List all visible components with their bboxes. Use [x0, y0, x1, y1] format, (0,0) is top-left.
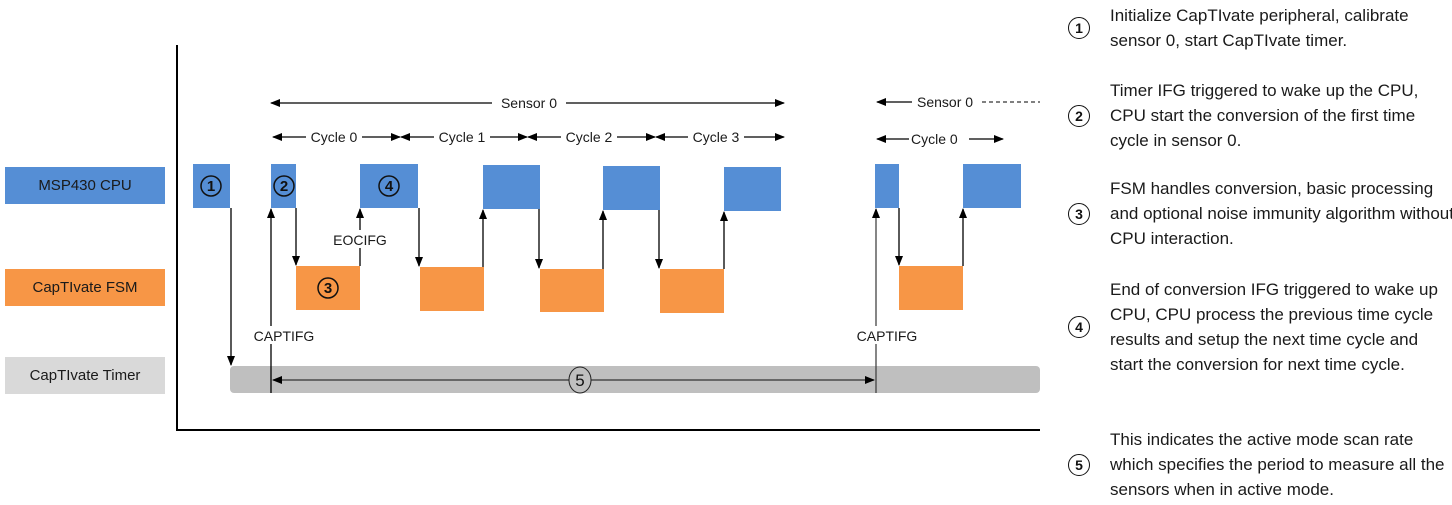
cpu-block-init [193, 164, 230, 208]
legend-number-2-icon: 2 [1068, 104, 1090, 127]
row-label-msp430-cpu: MSP430 CPU [5, 167, 165, 204]
signal-label-captifg-1: CAPTIFG [254, 328, 315, 344]
signal-label-captifg-2: CAPTIFG [857, 328, 918, 344]
row-label-captivate-timer: CapTIvate Timer [5, 357, 165, 394]
span-label-cycle-1: Cycle 1 [439, 129, 486, 145]
legend-number-5-icon: 5 [1068, 453, 1090, 476]
legend-text-3: FSM handles conversion, basic processing… [1110, 179, 1452, 248]
marker-4 [378, 175, 400, 197]
row-label-captivate-fsm: CapTIvate FSM [5, 269, 165, 306]
cpu-block-cycle3-end [724, 167, 781, 211]
marker-5-label: 5 [575, 371, 584, 390]
legend-item-2: 2 Timer IFG triggered to wake up the CPU… [1068, 78, 1452, 153]
legend-item-3: 3 FSM handles conversion, basic processi… [1068, 176, 1452, 251]
span-label-cycle-0-next: Cycle 0 [911, 131, 958, 147]
fsm-block-cycle3 [660, 269, 724, 313]
marker-1 [200, 175, 222, 197]
marker-1-label: 1 [207, 178, 215, 195]
fsm-block-cycle2 [540, 269, 604, 312]
legend-item-4: 4 End of conversion IFG triggered to wak… [1068, 277, 1452, 377]
legend-item-1: 1 Initialize CapTIvate peripheral, calib… [1068, 3, 1452, 53]
cpu-block-cycle0-end [360, 164, 418, 208]
span-label-sensor-0-next: Sensor 0 [917, 94, 973, 110]
marker-4-label: 4 [385, 178, 394, 195]
legend-text-2: Timer IFG triggered to wake up the CPU, … [1110, 81, 1419, 150]
cpu-block-cycle2-end [603, 166, 660, 210]
signal-label-eocifg: EOCIFG [333, 232, 387, 248]
legend-text-1: Initialize CapTIvate peripheral, calibra… [1110, 6, 1409, 50]
timing-diagram: EOCIFG CAPTIFG CAPTIFG Sensor 0 Cycle 0 … [176, 45, 1040, 431]
marker-2 [273, 175, 295, 197]
span-label-cycle-0: Cycle 0 [311, 129, 358, 145]
row-label-text: CapTIvate Timer [29, 367, 141, 384]
span-label-cycle-3: Cycle 3 [693, 129, 740, 145]
row-label-text: CapTIvate FSM [32, 279, 138, 296]
cpu-block-start [271, 164, 296, 208]
marker-2-label: 2 [280, 178, 288, 195]
cpu-block-next-cycle0-end [963, 164, 1021, 208]
fsm-block-cycle0 [296, 266, 360, 310]
legend-number-1-icon: 1 [1068, 17, 1090, 39]
span-label-sensor-0: Sensor 0 [501, 95, 557, 111]
fsm-block-next-cycle0 [899, 266, 963, 310]
marker-3 [317, 277, 339, 299]
legend-text-4: End of conversion IFG triggered to wake … [1110, 280, 1438, 374]
legend-text-5: This indicates the active mode scan rate… [1110, 430, 1445, 499]
cpu-block-next-start [875, 164, 899, 208]
legend-item-5: 5 This indicates the active mode scan ra… [1068, 427, 1452, 502]
marker-3-label: 3 [324, 280, 332, 297]
fsm-block-cycle1 [420, 267, 484, 311]
span-label-cycle-2: Cycle 2 [566, 129, 613, 145]
cpu-block-cycle1-end [483, 165, 540, 209]
row-label-text: MSP430 CPU [38, 177, 132, 194]
legend-number-3-icon: 3 [1068, 202, 1090, 225]
legend-number-4-icon: 4 [1068, 316, 1090, 338]
marker-5 [568, 366, 592, 394]
